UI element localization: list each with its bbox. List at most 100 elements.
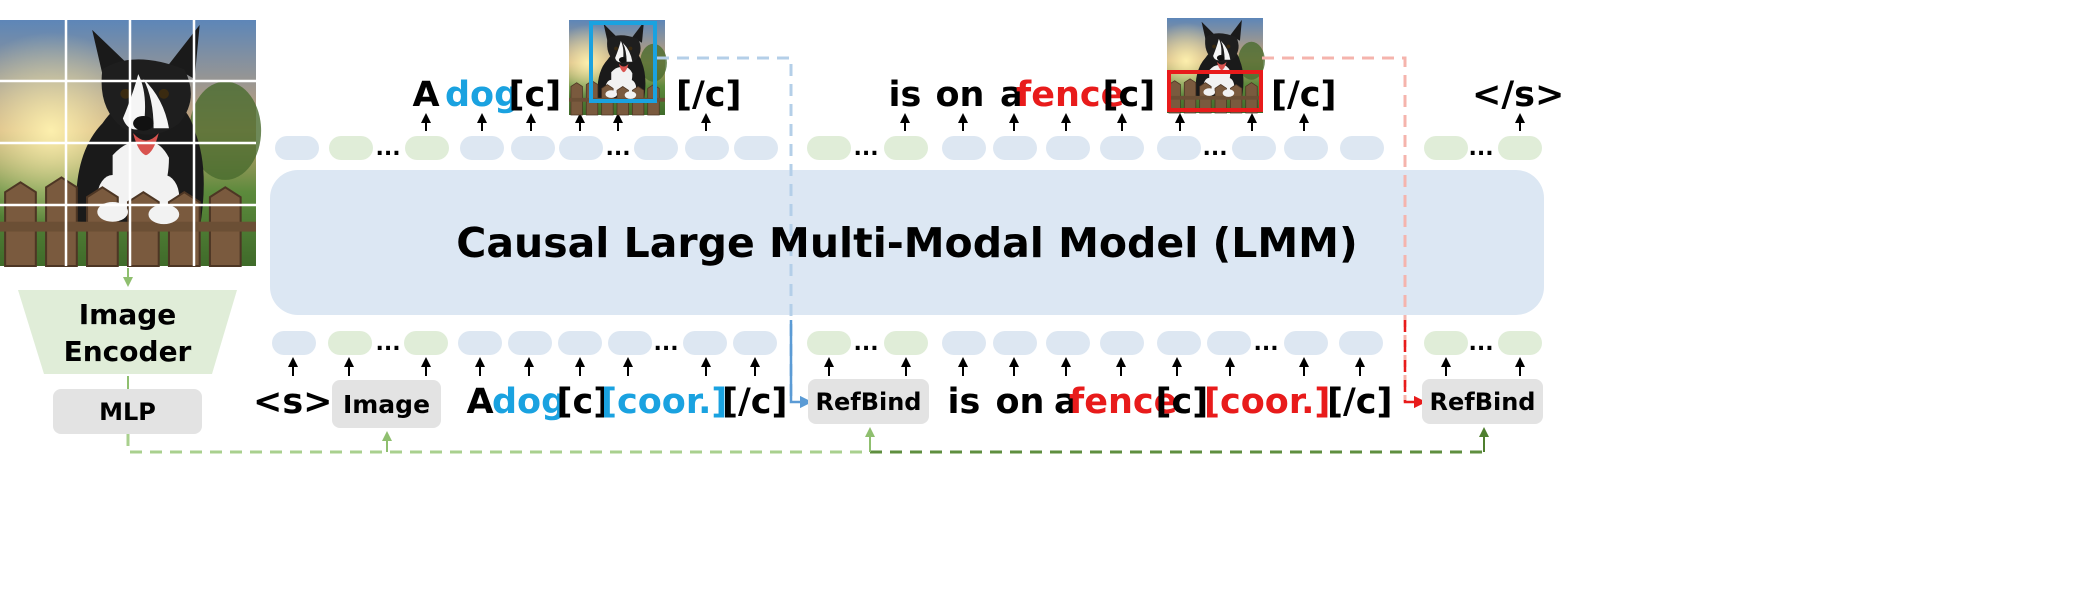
- fence-bounding-box: [1167, 70, 1263, 112]
- output-token-out-fence: fence: [1016, 75, 1125, 115]
- lmm-box: [270, 170, 1544, 315]
- crop-image-fence: [1166, 17, 1266, 114]
- refbind-label-2: RefBind: [1429, 387, 1536, 416]
- output-embedding-pill: [1340, 136, 1384, 160]
- input-embedding-pill: [1157, 331, 1201, 355]
- ellipsis: ...: [375, 135, 401, 161]
- mlp-box: [53, 389, 202, 434]
- encoder-label-line2: Encoder: [63, 334, 192, 368]
- input-token-in-coor2: [coor.]: [1204, 382, 1331, 422]
- input-embedding-pill: [404, 331, 448, 355]
- input-token-in-c2-close: [/c]: [1327, 382, 1393, 422]
- input-embedding-pill: [1207, 331, 1251, 355]
- image-box-label: Image: [342, 389, 431, 419]
- input-token-in-coor1: [coor.]: [601, 382, 728, 422]
- input-token-in-is: is: [947, 382, 981, 422]
- output-embedding-pill: [460, 136, 504, 160]
- input-embedding-pill: [683, 331, 727, 355]
- output-embedding-pill: [405, 136, 449, 160]
- lmm-title: Causal Large Multi-Modal Model (LMM): [456, 218, 1358, 267]
- input-token-in-bos: <s>: [253, 382, 333, 422]
- input-embedding-pill: [1424, 331, 1468, 355]
- output-embedding-pill: [1424, 136, 1468, 160]
- input-embedding-pill: [1100, 331, 1144, 355]
- patch-grid: [0, 20, 256, 266]
- ellipsis: ...: [605, 135, 631, 161]
- ellipsis: ...: [375, 330, 401, 356]
- ellipsis: ...: [1468, 330, 1494, 356]
- output-embedding-pill: [993, 136, 1037, 160]
- output-embedding-pill: [685, 136, 729, 160]
- output-token-out-is: is: [888, 75, 922, 115]
- refbind-box-2: [1422, 379, 1543, 424]
- refbind-label-1: RefBind: [815, 387, 922, 416]
- input-token-in-a: A: [466, 382, 494, 422]
- output-embedding-pill: [275, 136, 319, 160]
- output-token-out-c2: [c]: [1102, 75, 1156, 115]
- output-token-embeddings: [275, 136, 1542, 160]
- output-embedding-pill: [329, 136, 373, 160]
- input-token-in-c2: [c]: [1155, 382, 1209, 422]
- input-embedding-pill: [272, 331, 316, 355]
- output-embedding-pill: [1498, 136, 1542, 160]
- ellipsis: ...: [1468, 135, 1494, 161]
- refbind-input-arrow-2: [1403, 320, 1427, 409]
- ellipsis: ...: [653, 330, 679, 356]
- input-embedding-pill: [807, 331, 851, 355]
- output-token-out-c2-close: [/c]: [1271, 75, 1337, 115]
- input-embedding-pill: [608, 331, 652, 355]
- output-token-out-on: on: [935, 75, 985, 115]
- output-embedding-pill: [559, 136, 603, 160]
- input-embedding-pill: [558, 331, 602, 355]
- output-token-out-c1: [c]: [508, 75, 562, 115]
- output-embedding-pill: [1100, 136, 1144, 160]
- output-embedding-pill: [1157, 136, 1201, 160]
- output-embedding-pill: [1284, 136, 1328, 160]
- output-embedding-pill: [1046, 136, 1090, 160]
- input-embedding-pill: [1339, 331, 1383, 355]
- ellipsis: ...: [1253, 330, 1279, 356]
- output-token-out-dog: dog: [445, 75, 520, 115]
- input-token-embeddings: [272, 331, 1542, 355]
- output-embedding-pill: [634, 136, 678, 160]
- input-token-in-on: on: [995, 382, 1045, 422]
- dog-crop-connector: [657, 56, 793, 402]
- fence-crop-connector: [1262, 56, 1407, 402]
- input-embedding-pill: [993, 331, 1037, 355]
- input-token-in-c1-close: [/c]: [722, 382, 788, 422]
- mlp-label: MLP: [99, 397, 156, 426]
- input-embedding-pill: [733, 331, 777, 355]
- output-embedding-pill: [511, 136, 555, 160]
- input-token-in-c1: [c]: [556, 382, 610, 422]
- output-embedding-pill: [942, 136, 986, 160]
- input-image: [0, 18, 263, 268]
- output-embedding-pill: [884, 136, 928, 160]
- input-token-in-fence: fence: [1069, 382, 1178, 422]
- input-embedding-pill: [1284, 331, 1328, 355]
- input-embedding-pill: [1498, 331, 1542, 355]
- input-embedding-pill: [458, 331, 502, 355]
- token-arrows: [288, 113, 1525, 376]
- output-token-out-c1-close: [/c]: [676, 75, 742, 115]
- output-token-out-eos: </s>: [1472, 75, 1565, 115]
- ellipsis: ...: [853, 135, 879, 161]
- refbind-box-1: [808, 379, 929, 424]
- input-embedding-pill: [884, 331, 928, 355]
- dog-bounding-box: [589, 21, 657, 103]
- refbind-input-arrow-1: [789, 320, 813, 409]
- image-input-box: [332, 380, 441, 428]
- output-token-out-a2: a: [1000, 75, 1024, 115]
- bottom-route-light: [126, 434, 870, 454]
- output-embedding-pill: [807, 136, 851, 160]
- input-embedding-pill: [328, 331, 372, 355]
- image-encoder-shape: [18, 290, 237, 374]
- input-token-in-dog: dog: [492, 382, 567, 422]
- input-embedding-pill: [942, 331, 986, 355]
- input-embedding-pill: [1046, 331, 1090, 355]
- output-token-out-a: A: [412, 75, 440, 115]
- input-token-in-a2: a: [1054, 382, 1078, 422]
- input-embedding-pill: [508, 331, 552, 355]
- output-embedding-pill: [1232, 136, 1276, 160]
